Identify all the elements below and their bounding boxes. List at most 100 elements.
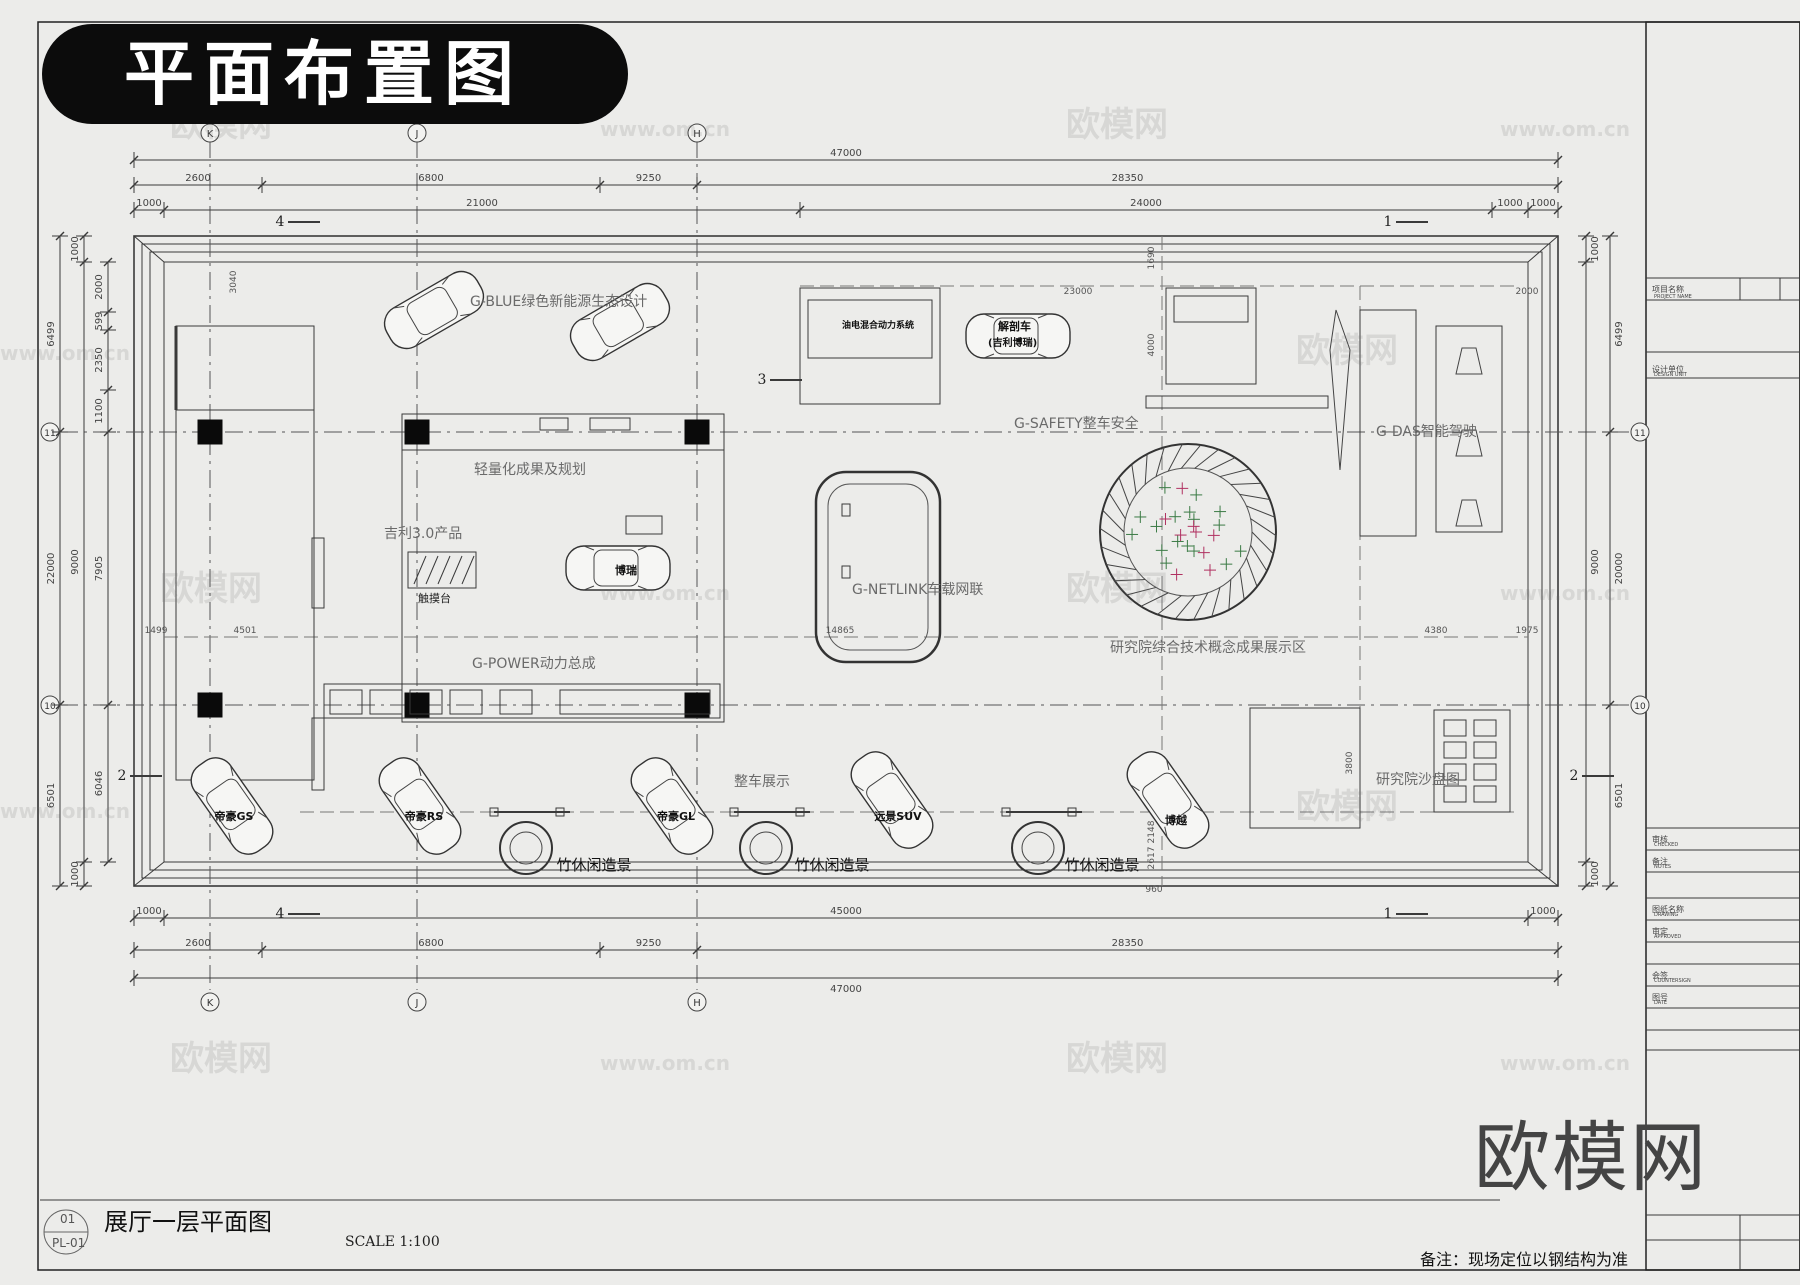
dim-top-total-value: 47000 [830,148,862,159]
zone-label-touch-table: 触摸台 [418,591,451,605]
watermark-text: www.om.cn [1500,581,1630,605]
car-label-boyue: 博越 [1165,813,1188,827]
dim-top-seg-value: 6800 [418,173,443,184]
car-borui [565,545,671,591]
dim-left-mid-value: 1000 [70,861,81,886]
car-pillar [460,313,472,317]
concept-dome-rib [1131,464,1137,495]
title-block-label: DESIGN UNIT [1654,372,1688,378]
watermark-text: www.om.cn [1500,1051,1630,1075]
car-pillar [416,832,420,844]
das-sensor [1455,499,1483,527]
concept-dome-rib [1099,528,1126,546]
car-body [850,751,934,849]
leisure-label: 竹休闲造景 [794,856,869,874]
reception-room [175,325,315,411]
dim-left-inner-value: 6046 [94,771,105,796]
dim-top-inner-value: 1000 [136,198,161,209]
car-gblue-2 [569,282,671,362]
title-block-frame [1645,21,1800,1271]
dim-bottom-seg-value: 9250 [636,938,661,949]
hybrid-system-booth [799,287,941,405]
car-pillar [888,826,892,838]
car-body [1126,751,1210,849]
sandbox-block [1443,763,1467,781]
concept-dome-rib [1144,454,1148,485]
car-pillar [983,353,995,359]
watermark-text: 欧模网 [1296,787,1398,827]
car-pillar [670,765,674,777]
showcase-frame [625,515,663,535]
grid-bubble-top [200,123,220,143]
wall-corner [133,235,165,263]
sandbox-block [1473,741,1497,759]
car-body [569,282,671,362]
interior-dimension: 23000 [1064,287,1093,297]
dim-bottom-inner-value: 45000 [830,906,862,917]
dim-left-outer-value: 6499 [46,321,57,346]
concept-dome-rib [1194,449,1219,469]
car-cabin [406,286,458,336]
concept-dome-rib [1106,564,1137,571]
car-body [565,545,671,591]
car-label-emgrand-gs: 帝豪GS [215,809,254,823]
interior-dimension: 1690 [1147,246,1157,269]
engine-display [499,689,533,715]
car-cabin [394,778,444,831]
leisure-post [1001,807,1011,817]
car-emgrand-rs [378,757,462,855]
power-display-counter [323,683,721,719]
car-pillar [1037,353,1049,359]
car-pillar [257,811,268,819]
dim-bottom-total-value: 47000 [830,984,862,995]
lightweight-wall [401,413,725,451]
concept-dome-rib [1239,569,1245,600]
car-body [383,270,485,350]
section-mark: 3 [758,372,767,388]
concept-dome-rib [1228,579,1232,610]
concept-dome-rib [1180,444,1202,469]
door-jamb [311,717,325,791]
building-wall-inner-2 [149,251,1543,871]
structural-column [404,419,430,445]
dim-left-mid-value: 1000 [70,236,81,261]
title-block-label: 图纸名称 [1652,904,1684,914]
interior-dimension: 2000 [1516,287,1539,297]
car-label-vision-suv: 远景SUV [874,810,922,823]
sandbox-model [1433,709,1511,813]
watermark-text: www.om.cn [1500,117,1630,141]
leisure-planter [1011,821,1065,875]
interior-dimension: 2617 [1147,847,1157,870]
dim-bottom-inner-value: 1000 [1530,906,1555,917]
zone-label-gsafety: G-SAFETY整车安全 [1014,415,1139,432]
grid-bubble-right [1630,422,1650,442]
das-sensor [1455,347,1483,375]
dim-left-outer-value: 6501 [46,783,57,808]
grid-bubble-bottom [687,992,707,1012]
concept-dome-rib [1108,492,1126,519]
car-pillar [393,305,405,309]
dim-left-inner-value: 599 [94,311,105,330]
sandbox-block [1443,785,1467,803]
concept-dome-rib [1118,477,1131,507]
car-pillar [228,832,232,844]
netlink-pod-inner [827,483,929,651]
sandbox-block [1473,785,1497,803]
watermark-text: www.om.cn [600,581,730,605]
title-block-label: DRAWING [1654,912,1678,918]
leisure-label: 竹休闲造景 [1064,856,1139,874]
car-pillar [1130,784,1140,792]
concept-dome-rib [1250,518,1277,536]
dim-bottom-seg-value: 6800 [418,938,443,949]
interior-dimension: 1975 [1516,626,1539,636]
leisure-planter-inner [1021,831,1055,865]
grid-label: K [207,998,214,1009]
dim-top-seg-value: 2600 [185,173,210,184]
title-block-label: 审核 [1652,834,1668,844]
interior-dimension: 3800 [1345,751,1355,774]
car-cabin [993,317,1039,355]
drawing-number-bottom: PL-01 [52,1236,86,1250]
section-mark: 2 [1570,768,1579,784]
concept-dome-rib [1102,509,1125,533]
